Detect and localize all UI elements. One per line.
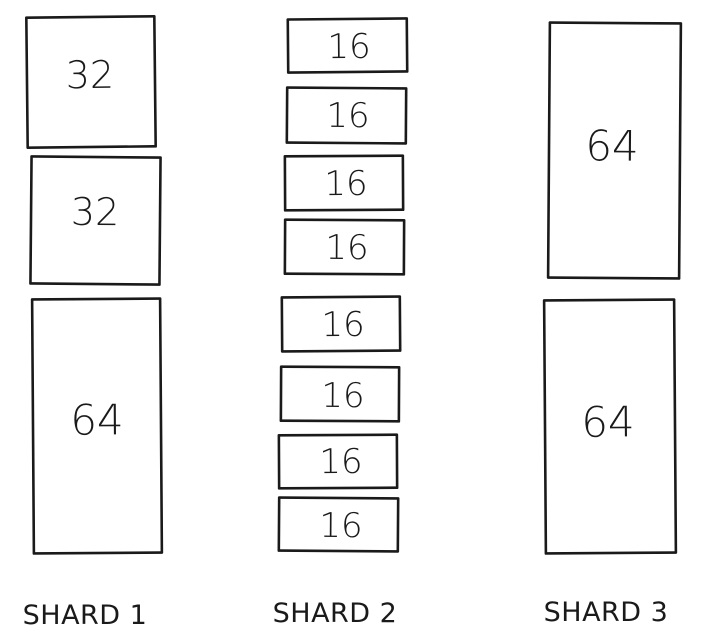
shard-1-block-2: 32 <box>29 155 162 286</box>
shard-2-block-1: 16 <box>286 17 409 74</box>
block-size-label: 64 <box>581 397 635 446</box>
shard-3-block-2: 64 <box>542 298 678 555</box>
block-size-label: 16 <box>319 442 362 482</box>
block-size-label: 16 <box>324 164 367 204</box>
shard-2-block-4: 16 <box>283 218 406 276</box>
shard-3-label: SHARD 3 <box>544 597 669 628</box>
block-size-label: 16 <box>321 305 365 345</box>
shard-1-block-1: 32 <box>25 15 157 149</box>
block-size-label: 16 <box>319 506 363 546</box>
shard-1-label: SHARD 1 <box>23 600 148 631</box>
shard-1-block-3: 64 <box>30 297 164 555</box>
block-size-label: 16 <box>321 376 364 416</box>
shard-3-column: 64 64 SHARD 3 <box>542 21 683 628</box>
shard-2-block-3: 16 <box>283 154 405 212</box>
shard-2-label: SHARD 2 <box>273 598 398 629</box>
shard-2-block-8: 16 <box>277 496 400 553</box>
shard-1-column: 32 32 64 SHARD 1 <box>23 15 164 631</box>
shard-2-column: 16 16 16 16 16 16 16 16 SHARD <box>273 17 409 629</box>
block-size-label: 16 <box>325 228 368 268</box>
block-size-label: 32 <box>71 190 120 234</box>
shard-2-block-6: 16 <box>279 365 401 423</box>
block-size-label: 16 <box>326 96 370 136</box>
block-size-label: 64 <box>585 121 639 170</box>
block-size-label: 16 <box>327 27 371 67</box>
block-size-label: 32 <box>66 53 115 98</box>
shard-2-block-5: 16 <box>280 295 402 353</box>
shard-2-block-7: 16 <box>277 433 399 490</box>
shard-2-block-2: 16 <box>285 86 408 145</box>
block-size-label: 64 <box>70 395 124 444</box>
shard-3-block-1: 64 <box>546 21 683 280</box>
